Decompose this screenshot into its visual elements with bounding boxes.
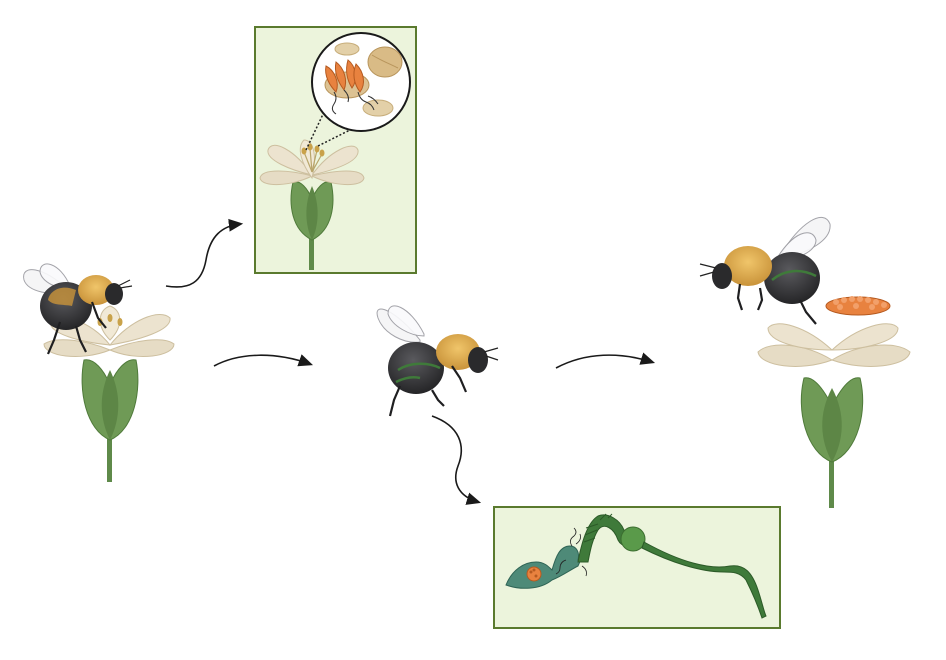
magnifier-circle-icon bbox=[311, 32, 411, 132]
bumblebee-left-icon bbox=[23, 263, 133, 355]
bumblebee-right-icon bbox=[699, 216, 831, 325]
parasite-cells-icon bbox=[526, 566, 542, 582]
arrow-icon bbox=[165, 218, 244, 288]
parasite-cells-icon bbox=[325, 59, 364, 93]
arrow-icon bbox=[431, 415, 482, 505]
parasite-cells-icon bbox=[825, 296, 891, 316]
arrow-icon bbox=[213, 354, 314, 367]
arrow-icon bbox=[555, 352, 656, 369]
flower-right bbox=[757, 296, 911, 508]
bumblebee-center-icon bbox=[376, 305, 499, 417]
bee-gut-inset bbox=[493, 506, 781, 629]
gut-icon bbox=[505, 513, 767, 619]
flower-anther-inset bbox=[254, 26, 417, 274]
arrows bbox=[165, 218, 656, 505]
flower-left bbox=[43, 305, 175, 482]
